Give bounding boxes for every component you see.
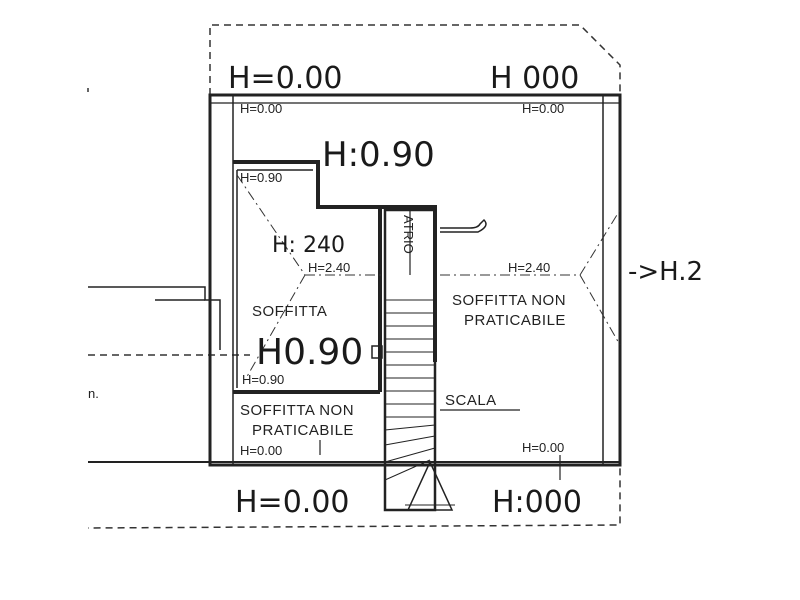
hand-h-mid-left: H: 240: [272, 233, 345, 258]
label-soffitta: SOFFITTA: [252, 303, 327, 320]
hand-h-top-right: H 000: [490, 61, 579, 96]
hand-h-top-left: H=0.00: [228, 61, 343, 96]
label-h-top-left: H=0.00: [240, 101, 282, 116]
hand-h-right-side: ->H.2: [628, 257, 703, 287]
staircase: [371, 208, 487, 512]
inner-walls: [233, 160, 437, 394]
roof-lines: [236, 174, 621, 381]
label-soffitta-non-bottom-1: SOFFITTA NON: [240, 402, 354, 419]
label-h-bottom-left: H=0.00: [240, 443, 282, 458]
label-scala: SCALA: [445, 392, 497, 409]
label-h-240-left: H=2.40: [308, 260, 350, 275]
walls: [88, 93, 622, 467]
hand-h-bottom-right: H:000: [492, 485, 582, 520]
hand-h-bottom-left: H=0.00: [235, 485, 350, 520]
label-h-240-right: H=2.40: [508, 260, 550, 275]
label-atrio: ATRIO: [401, 215, 416, 254]
label-soffitta-non-right-2: PRATICABILE: [464, 312, 566, 329]
label-fragment-left: n.: [88, 386, 99, 401]
label-h-bottom-right: H=0.00: [522, 440, 564, 455]
dashed-boundary: [87, 24, 621, 529]
label-soffitta-non-bottom-2: PRATICABILE: [252, 422, 354, 439]
label-h-top-right: H=0.00: [522, 101, 564, 116]
hand-h-upper-mid: H:0.90: [322, 135, 435, 175]
hand-h-center: H0.90: [256, 332, 363, 373]
label-soffitta-non-right-1: SOFFITTA NON: [452, 292, 566, 309]
label-h-090-upper: H=0.90: [240, 170, 282, 185]
leader-lines: [319, 409, 561, 480]
label-h-090-lower: H=0.90: [242, 372, 284, 387]
